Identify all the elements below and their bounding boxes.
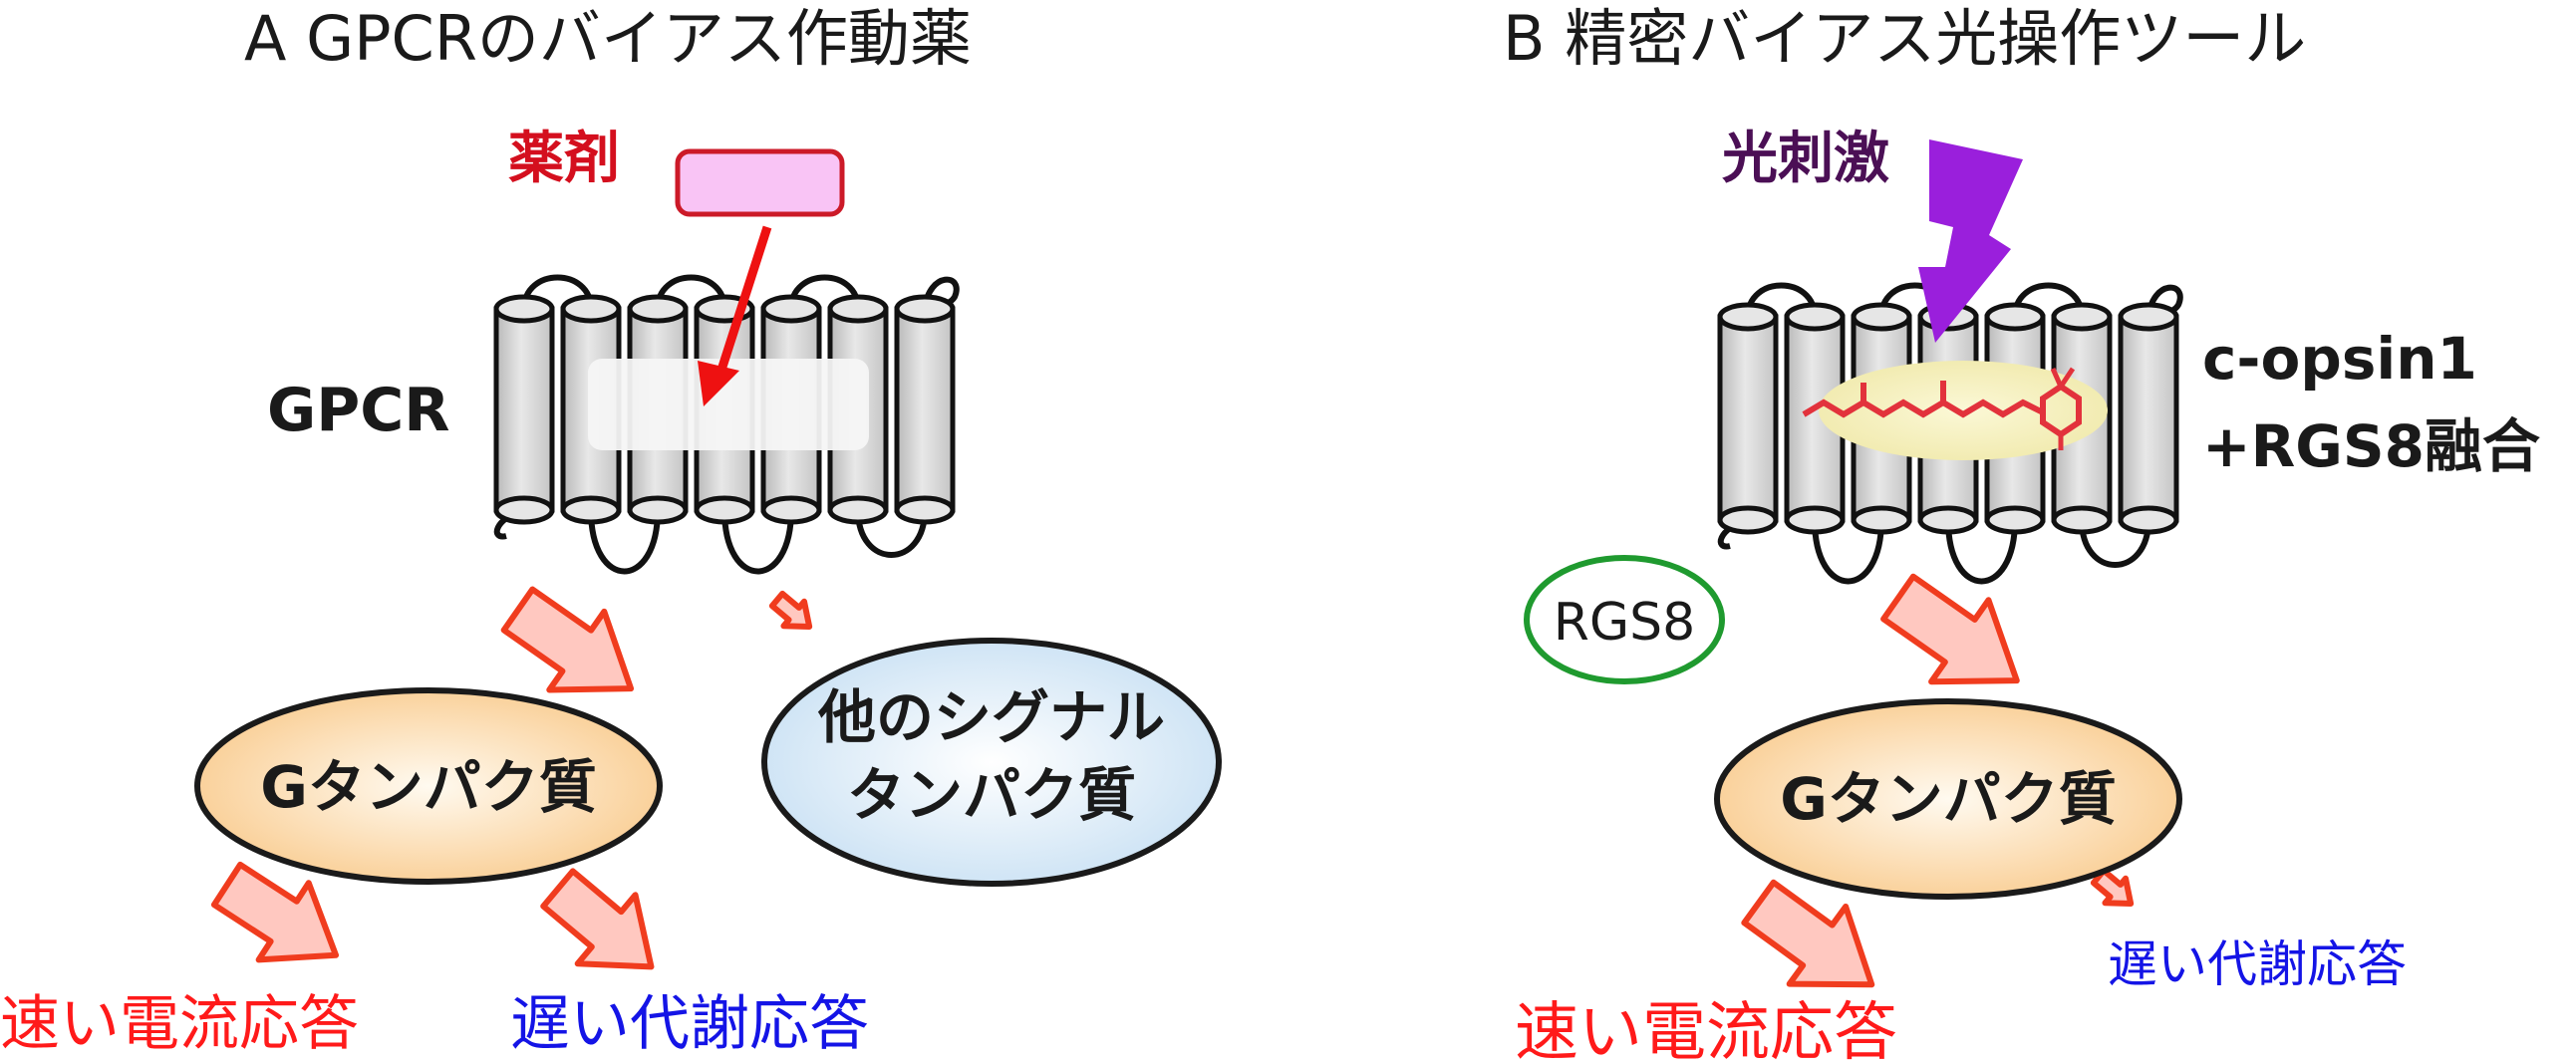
intracellular-loop bbox=[1812, 519, 1884, 585]
helix-body bbox=[493, 306, 555, 513]
intracellular-loop bbox=[1945, 519, 2018, 585]
signal-arrows-b bbox=[1741, 573, 2135, 988]
rgs8-ellipse bbox=[1524, 555, 1725, 684]
tool-label-line2: +RGS8融合 bbox=[2202, 412, 2540, 480]
light-label: 光刺激 bbox=[1722, 127, 1889, 191]
intracellular-loop bbox=[721, 509, 794, 575]
small-arrow-to-other-signal bbox=[768, 590, 813, 630]
panel-b-title: B 精密バイアス光操作ツール bbox=[1503, 2, 2306, 75]
helix-bottom-cap bbox=[760, 495, 822, 525]
drug-label: 薬剤 bbox=[508, 127, 620, 191]
retinal-chain bbox=[1802, 399, 2045, 418]
helix-body bbox=[1717, 314, 1779, 523]
drug-binding-arrow bbox=[711, 225, 772, 391]
rgs8-label: RGS8 bbox=[1554, 593, 1696, 653]
retinal-ring-methyl-a bbox=[2050, 367, 2064, 389]
helix-body bbox=[894, 306, 956, 513]
block-arrow-to-fast-response bbox=[210, 861, 340, 963]
helix-bottom-cap bbox=[1984, 505, 2046, 535]
helix-bottom-cap bbox=[2118, 505, 2179, 535]
intracellular-loop bbox=[2079, 519, 2151, 568]
helix-body bbox=[2118, 314, 2179, 523]
helix-bottom-cap bbox=[627, 495, 689, 525]
tool-label-line1: c-opsin1 bbox=[2202, 325, 2477, 393]
intracellular-loop bbox=[855, 509, 928, 558]
drug-arrow-head bbox=[698, 361, 739, 406]
helix-top-cap bbox=[2118, 302, 2179, 332]
helix-bottom-cap bbox=[493, 495, 555, 525]
block-arrow-receptor-to-gprotein bbox=[500, 586, 635, 693]
helix-top-cap bbox=[560, 294, 622, 324]
other-signal-label-line1: 他のシグナル bbox=[817, 683, 1165, 751]
panel-a: A GPCRのバイアス作動薬 薬剤 GPCR Gタンパク質 他のシグナル タンパ… bbox=[0, 2, 1222, 1059]
helix-bottom-cap bbox=[1784, 505, 1846, 535]
small-arrow-to-slow-response-b bbox=[2090, 867, 2135, 907]
helix-top-cap bbox=[627, 294, 689, 324]
signal-arrows-a bbox=[210, 586, 813, 970]
binding-pocket bbox=[588, 359, 869, 450]
slow-response-label-a: 遅い代謝応答 bbox=[510, 989, 869, 1059]
retinal-ring-methyl-b bbox=[2058, 367, 2076, 389]
helix-bottom-cap bbox=[694, 495, 755, 525]
drug-box bbox=[675, 148, 845, 217]
block-arrow-to-slow-response bbox=[540, 868, 655, 970]
helix-top-cap bbox=[2051, 302, 2113, 332]
helix-top-cap bbox=[1851, 302, 1912, 332]
receptor-label: GPCR bbox=[267, 376, 449, 445]
helix-top-cap bbox=[894, 294, 956, 324]
helix-top-cap bbox=[760, 294, 822, 324]
panel-a-title: A GPCRのバイアス作動薬 bbox=[244, 2, 972, 75]
helix-top-cap bbox=[827, 294, 889, 324]
slow-response-label-b: 遅い代謝応答 bbox=[2108, 935, 2407, 993]
helix-top-cap bbox=[1784, 302, 1846, 332]
block-arrow-opsin-to-gprotein bbox=[1880, 573, 2020, 685]
other-signal-ellipse bbox=[761, 638, 1222, 887]
panel-b: B 精密バイアス光操作ツール 光刺激 c-opsin1 +RGS8融合 RGS8… bbox=[1503, 2, 2540, 1064]
helix-bottom-cap bbox=[2051, 505, 2113, 535]
helix-bottom-cap bbox=[1851, 505, 1912, 535]
lightning-icon bbox=[1918, 139, 2023, 343]
g-protein-label-a: Gタンパク質 bbox=[260, 753, 597, 821]
g-protein-ellipse-b bbox=[1714, 698, 2182, 900]
helix-top-cap bbox=[1717, 302, 1779, 332]
helix-top-cap bbox=[1984, 302, 2046, 332]
helix-bottom-cap bbox=[827, 495, 889, 525]
helix-bottom-cap bbox=[1917, 505, 1979, 535]
helix-top-cap bbox=[493, 294, 555, 324]
intracellular-loop bbox=[588, 509, 661, 575]
other-signal-label-line2: タンパク質 bbox=[847, 761, 1136, 829]
fast-response-label-a: 速い電流応答 bbox=[0, 989, 359, 1059]
helix-bottom-cap bbox=[560, 495, 622, 525]
helix-bottom-cap bbox=[1717, 505, 1779, 535]
retinal-pocket bbox=[1819, 361, 2108, 460]
g-protein-label-b: Gタンパク質 bbox=[1780, 765, 2117, 833]
helix-bottom-cap bbox=[894, 495, 956, 525]
block-arrow-to-fast-response-b bbox=[1741, 879, 1875, 988]
g-protein-ellipse-a bbox=[194, 687, 663, 885]
fast-response-label-b: 速い電流応答 bbox=[1515, 996, 1897, 1064]
